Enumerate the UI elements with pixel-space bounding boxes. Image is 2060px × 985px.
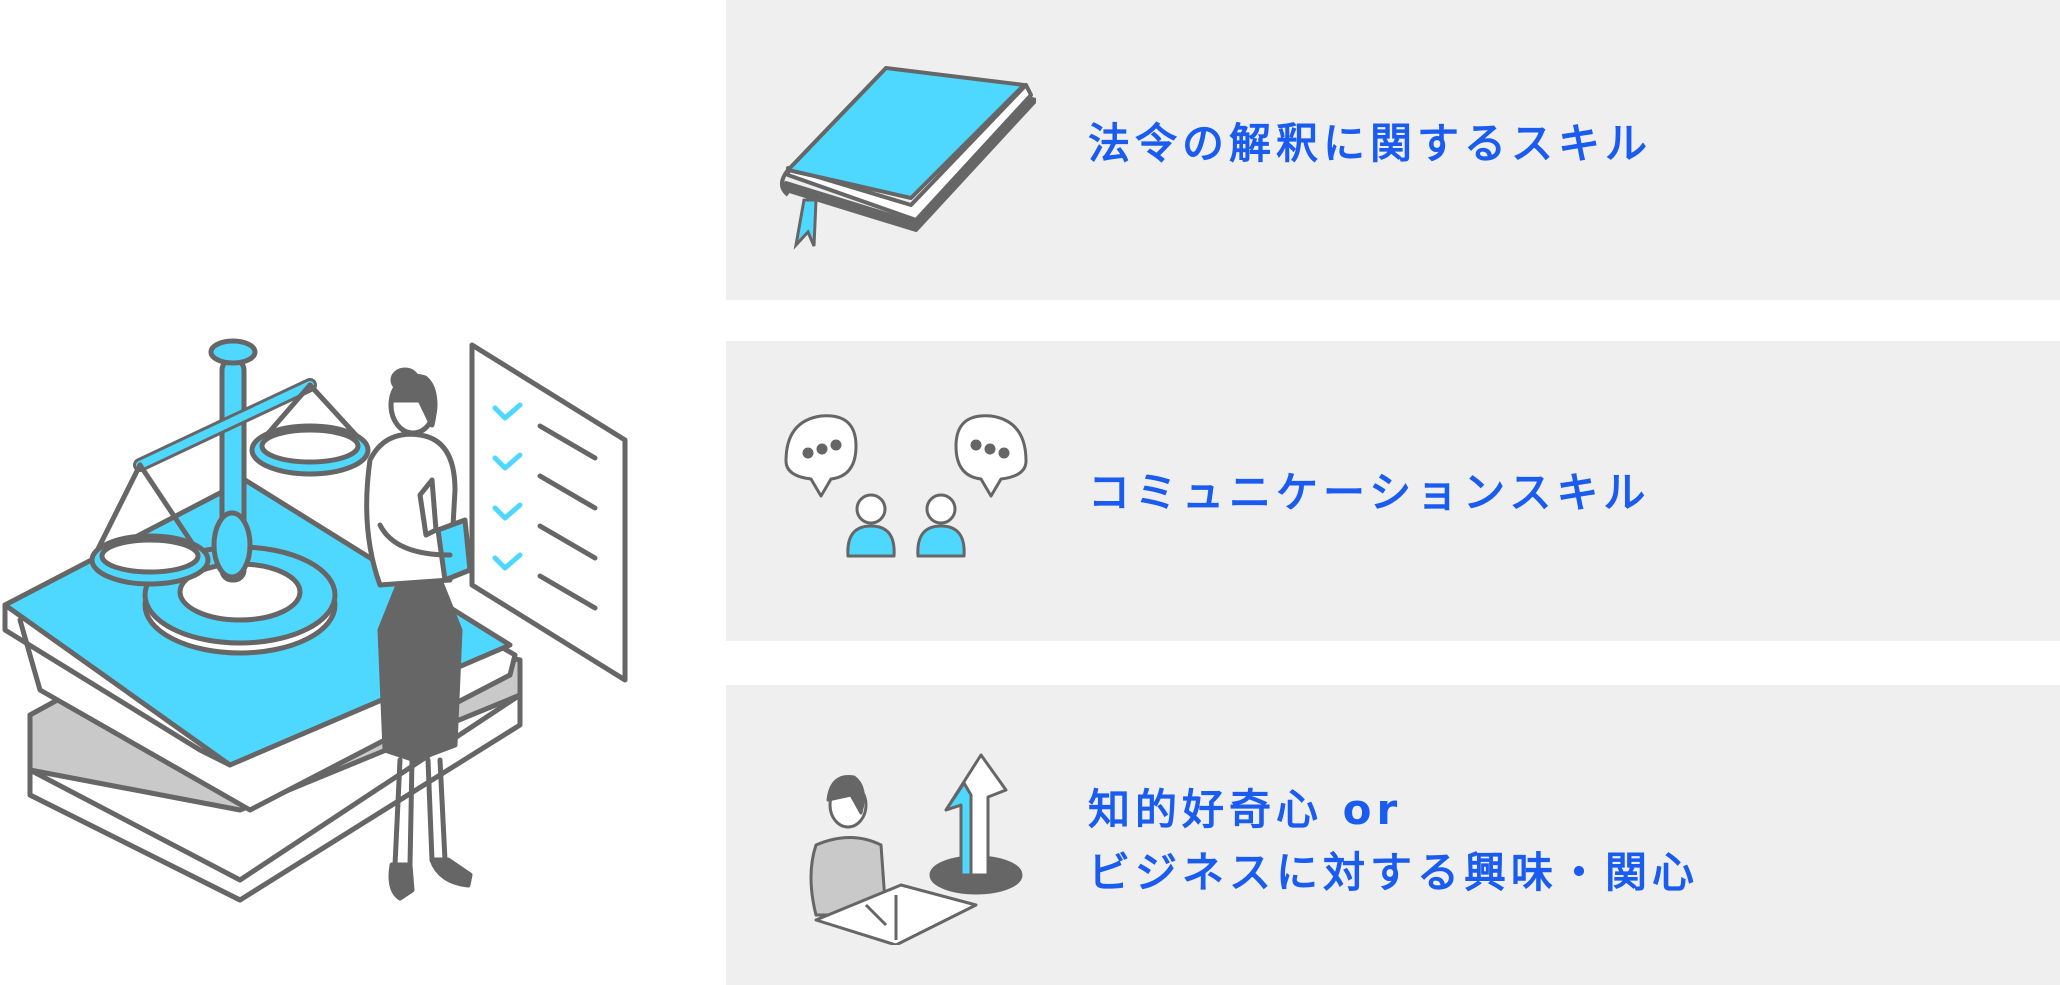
speech-bubble-left-icon [784,414,858,498]
person-left-icon [855,493,887,525]
growth-reading-icon [776,735,1036,947]
checklist-board-icon [469,342,628,683]
conversation-icon [776,391,1036,601]
skill-label-curiosity-line2: ビジネスに対する興味・関心 [1088,848,1700,897]
skill-label-curiosity: 知的好奇心 or ビジネスに対する興味・関心 [1088,778,1699,904]
hero-illustration [0,330,660,910]
businesswoman-icon [364,367,473,901]
skill-card-legal: 法令の解釈に関するスキル [726,0,2060,300]
skill-label-curiosity-line1: 知的好奇心 or [1088,785,1403,834]
law-professional-illustration [2,338,628,903]
speech-bubble-right-icon [954,414,1028,498]
person-right-icon [925,493,957,525]
skill-card-curiosity: 知的好奇心 or ビジネスに対する興味・関心 [726,685,2060,985]
skill-card-communication: コミュニケーションスキル [726,341,2060,641]
skill-label-legal: 法令の解釈に関するスキル [1088,119,1653,168]
scale-of-justice-icon [89,338,371,656]
skill-label-communication: コミュニケーションスキル [1088,468,1651,517]
book-icon [776,50,1038,260]
up-arrow-icon [944,753,1008,877]
